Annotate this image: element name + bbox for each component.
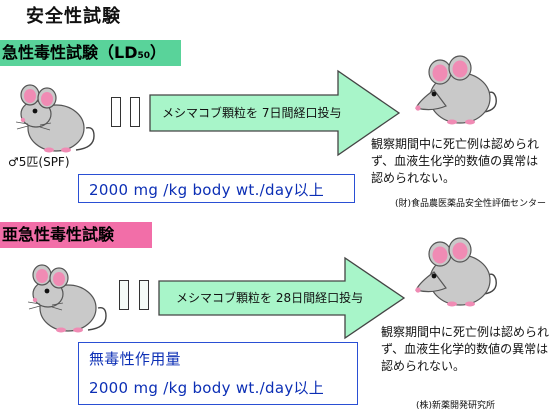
dosing-arrow-label: メシマコブ顆粒を 28日間経口投与 — [176, 291, 364, 305]
source-credit: (株)新薬開発研究所 — [416, 401, 496, 411]
mouse-illustration-right — [414, 55, 497, 126]
dosing-arrow — [149, 69, 401, 157]
result-title: 無毒性作用量 — [89, 350, 181, 368]
acute-test-heading: 急性毒性試験（LD50） — [0, 40, 181, 66]
result-value: 2000 mg /kg body wt./day以上 — [89, 181, 325, 199]
dose-bar-2 — [130, 97, 140, 127]
dose-bar-2 — [139, 280, 149, 310]
acute-heading-close: ） — [150, 43, 167, 62]
subacute-test-heading: 亜急性毒性試験 — [0, 222, 152, 248]
dosing-arrow — [158, 256, 406, 340]
dose-bar-1 — [119, 280, 129, 310]
acute-heading-main: 急性毒性試験（LD — [2, 43, 138, 62]
source-credit: (財)食品農医薬品安全性評価センター — [395, 199, 547, 209]
observation-note: 観察期間中に死亡例は認められず、血液生化学的数値の異常は認められない。 — [381, 325, 550, 373]
mouse-illustration-right — [414, 237, 497, 308]
mouse-illustration-left — [16, 84, 95, 154]
result-box: 無毒性作用量 2000 mg /kg body wt./day以上 — [78, 342, 358, 405]
acute-heading-subscript: 50 — [137, 51, 151, 61]
result-value: 2000 mg /kg body wt./day以上 — [89, 379, 325, 397]
dose-bar-1 — [111, 97, 121, 127]
result-box: 2000 mg /kg body wt./day以上 — [78, 174, 355, 203]
dosing-arrow-label: メシマコブ顆粒を 7日間経口投与 — [162, 106, 342, 120]
page-title: 安全性試験 — [26, 6, 121, 27]
observation-note: 観察期間中に死亡例は認められず、血液生化学的数値の異常は認められない。 — [371, 137, 540, 185]
mouse-caption: ♂5匹(SPF) — [8, 155, 70, 169]
mouse-illustration-left — [28, 264, 107, 334]
